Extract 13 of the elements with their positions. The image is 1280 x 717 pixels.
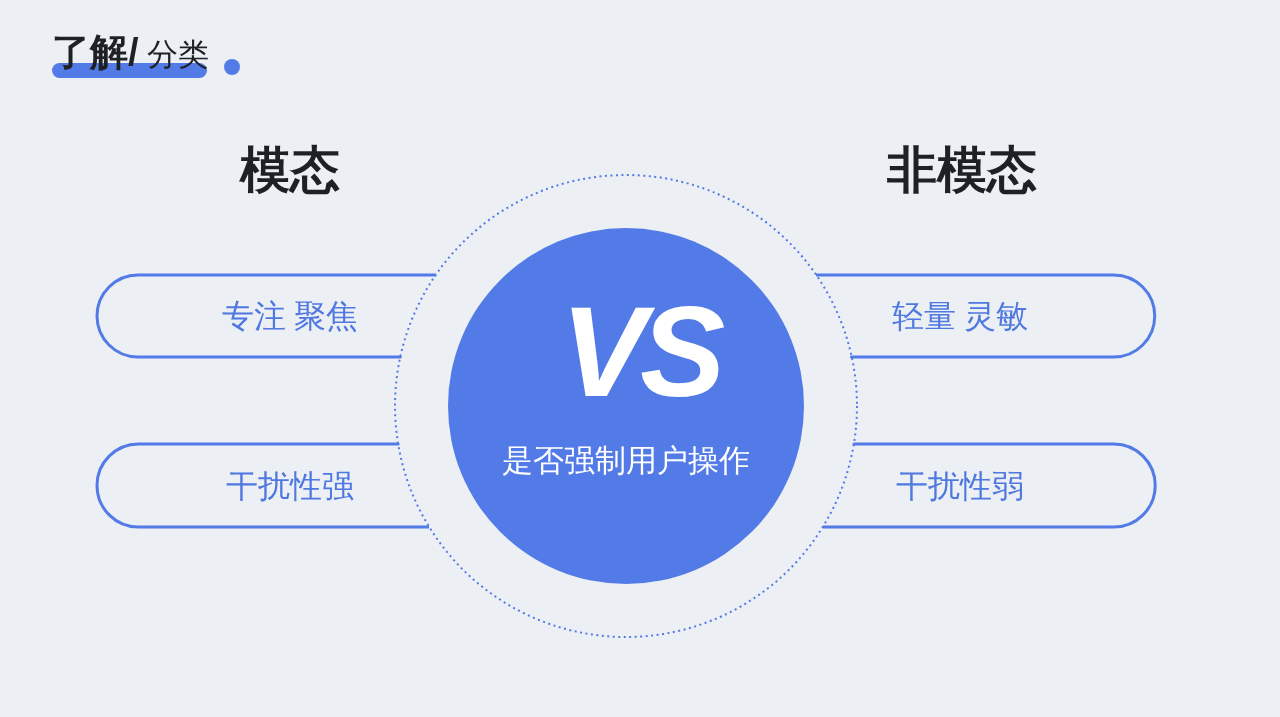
tab-label: 干扰性弱 — [896, 466, 1024, 505]
column-heading: 非模态 — [887, 141, 1037, 200]
circle-caption: 是否强制用户操作 — [502, 442, 750, 480]
tab-label: 干扰性强 — [226, 466, 354, 505]
tab-label: 专注 聚焦 — [221, 296, 359, 336]
rounded-tab — [822, 442, 1157, 529]
tab-label: 轻量 灵敏 — [891, 296, 1029, 336]
rounded-tab — [816, 273, 1157, 359]
vs-text: VS — [560, 288, 720, 416]
rounded-tab — [95, 273, 436, 359]
rounded-tab — [95, 442, 430, 529]
column-heading: 模态 — [240, 141, 340, 200]
page-title: 了解/ 分类 — [52, 29, 210, 79]
